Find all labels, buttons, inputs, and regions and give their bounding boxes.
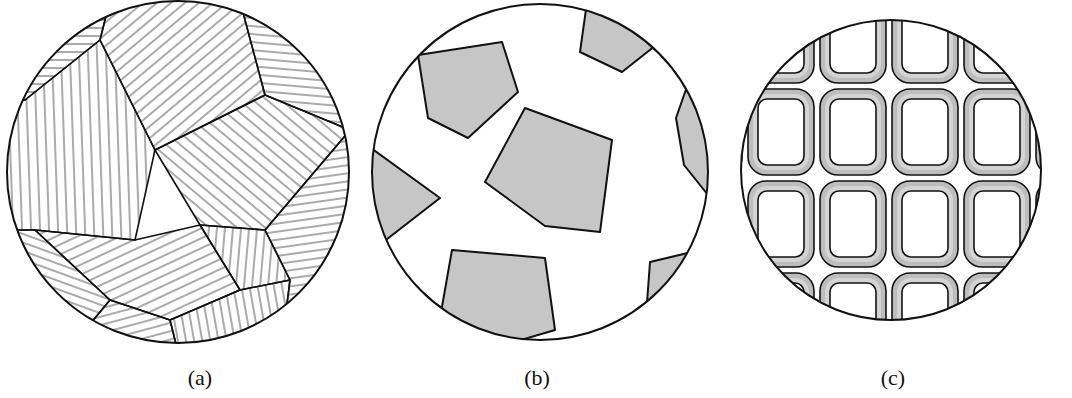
view-circle	[372, 4, 708, 340]
panel-label: (a)	[188, 367, 212, 389]
cell-structure	[735, 15, 1047, 327]
particle-structure	[360, 0, 720, 352]
view-circle	[7, 1, 349, 343]
panel-label: (b)	[524, 367, 550, 389]
view-circle	[741, 20, 1041, 320]
grain-structure	[0, 0, 360, 360]
panel-label: (c)	[881, 367, 905, 389]
